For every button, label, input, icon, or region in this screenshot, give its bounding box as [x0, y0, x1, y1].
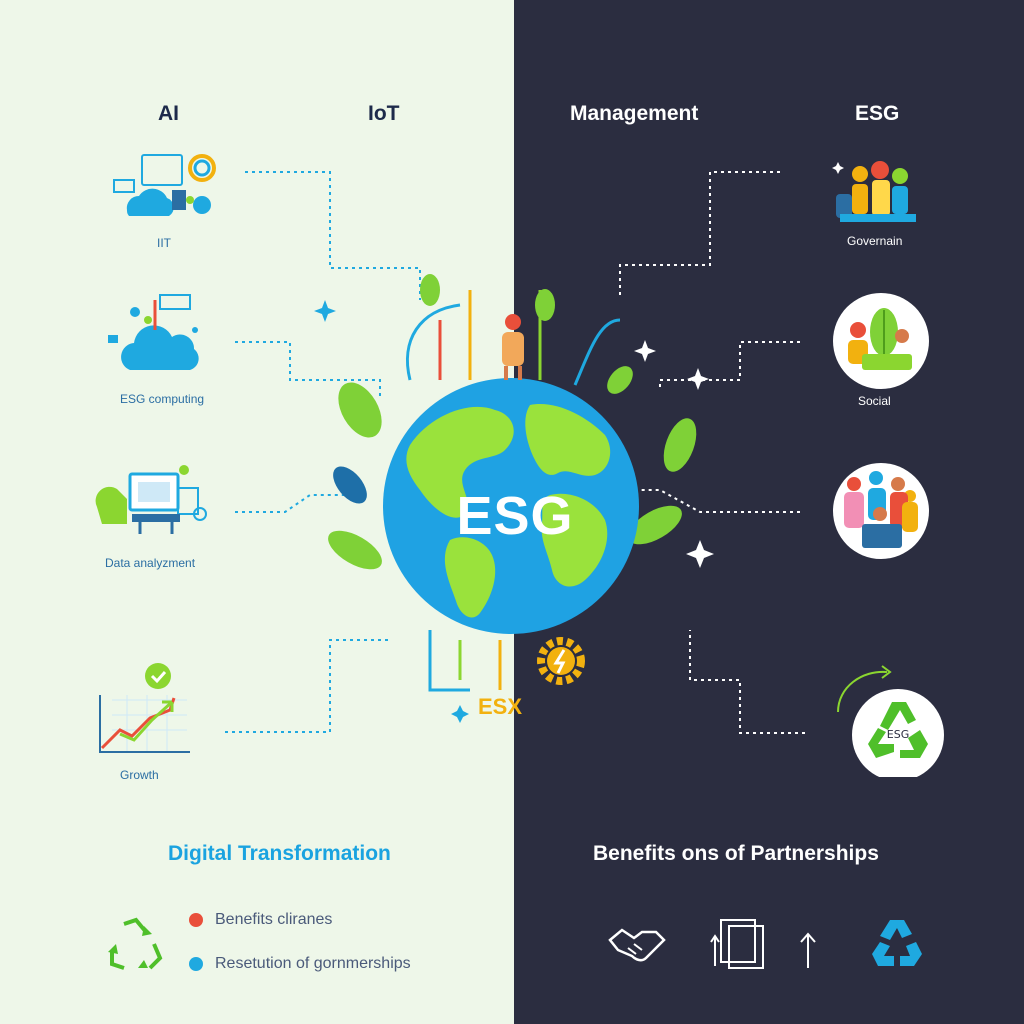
team-icon — [832, 161, 916, 222]
gear-label: ESX — [478, 694, 523, 719]
globe-label: ESG — [456, 486, 574, 546]
recycle-badge-text: ESG — [887, 728, 909, 741]
recycle-icon — [872, 920, 922, 966]
handshake-icon — [608, 928, 666, 962]
right-bottom-title: Benefits ons of Partnerships — [593, 842, 879, 865]
monitor-icon — [95, 465, 207, 534]
header-iot: IoT — [368, 102, 400, 125]
person-icon — [502, 314, 524, 380]
right-item-label: Governain — [847, 234, 903, 248]
legend-dot-red — [189, 913, 203, 927]
people-group-icon — [833, 463, 929, 559]
gear-icon — [537, 637, 585, 685]
social-icon — [833, 293, 929, 389]
recycle-icon: ESG — [837, 665, 944, 777]
header-esg: ESG — [855, 102, 900, 125]
globe-icon — [383, 378, 639, 634]
arrow-up-icon — [800, 932, 816, 968]
growth-chart-icon — [99, 663, 190, 753]
left-item-label: Data analyzment — [105, 556, 196, 570]
legend-dot-blue — [189, 957, 203, 971]
header-management: Management — [570, 102, 699, 125]
documents-icon — [710, 919, 764, 969]
right-item-label: Social — [858, 394, 891, 408]
header-ai: AI — [158, 102, 179, 125]
left-item-label: Growth — [120, 768, 159, 782]
left-item-label: ESG computing — [120, 392, 205, 406]
legend-item-label: Benefits cliranes — [215, 911, 333, 928]
devices-icon — [113, 154, 216, 216]
cloud-icon — [108, 294, 199, 370]
left-bottom-title: Digital Transformation — [168, 842, 391, 865]
left-item-label: IIT — [157, 236, 171, 250]
recycle-icon — [108, 917, 163, 970]
legend-item-label: Resetution of gornmerships — [215, 955, 411, 972]
